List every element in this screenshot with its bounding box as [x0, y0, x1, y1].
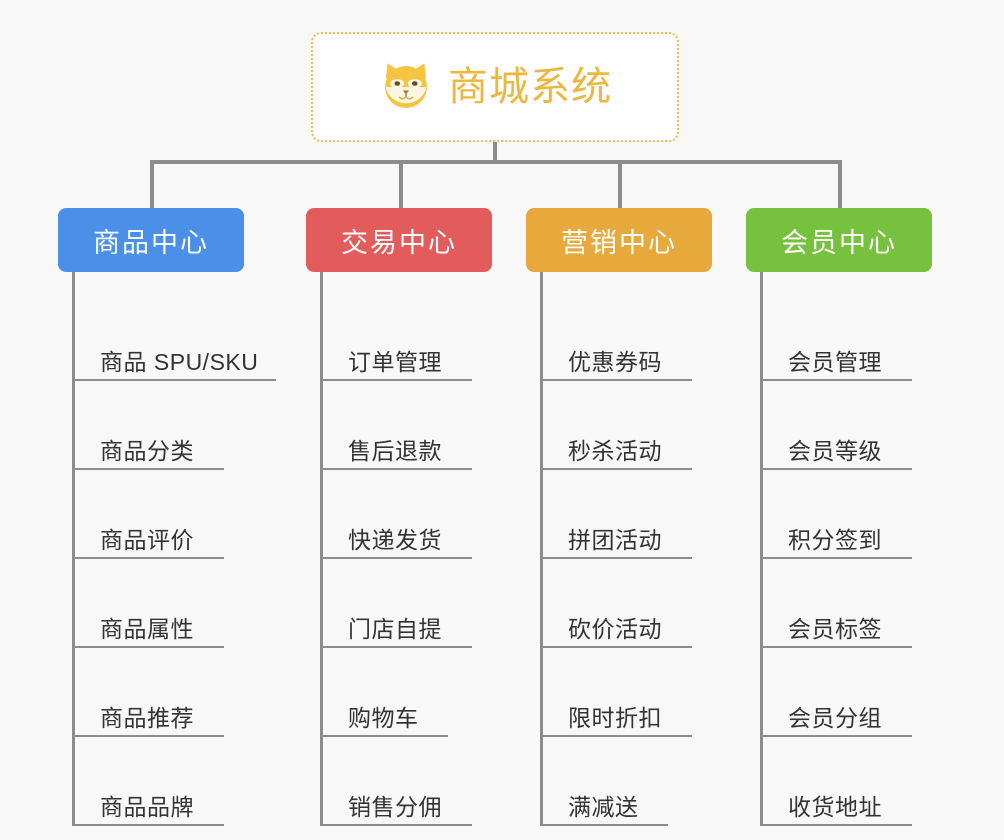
root-node-mall-system[interactable]: 商城系统: [311, 32, 679, 142]
column-product-center: 商品中心商品 SPU/SKU 商品分类商品评价商品属性商品推荐商品品牌: [58, 208, 278, 826]
leaf-item[interactable]: 商品分类: [72, 381, 224, 470]
leaf-item[interactable]: 订单管理: [320, 292, 472, 381]
column-header-label: 交易中心: [341, 227, 457, 258]
root-title: 商城系统: [448, 65, 612, 109]
leaf-item[interactable]: 商品 SPU/SKU: [72, 292, 276, 381]
column-marketing-center: 营销中心优惠券码秒杀活动拼团活动砍价活动限时折扣满减送: [526, 208, 746, 826]
column-member-center: 会员中心会员管理会员等级积分签到会员标签会员分组收货地址: [746, 208, 966, 826]
trunk-line-product-center: [72, 272, 75, 824]
leaf-item-label: 销售分佣: [348, 793, 442, 820]
leaf-item[interactable]: 满减送: [540, 737, 668, 826]
column-header-member-center[interactable]: 会员中心: [746, 208, 932, 272]
leaf-item[interactable]: 商品评价: [72, 470, 224, 559]
leaf-item-label: 会员等级: [788, 437, 882, 464]
column-header-label: 营销中心: [561, 227, 677, 258]
leaf-item[interactable]: 会员标签: [760, 559, 912, 648]
leaf-item-label: 商品分类: [100, 437, 194, 464]
leaf-item-label: 购物车: [348, 704, 419, 731]
column-header-label: 商品中心: [93, 227, 209, 258]
leaf-item[interactable]: 砍价活动: [540, 559, 692, 648]
leaf-item-label: 优惠券码: [568, 348, 662, 375]
column-body-marketing-center: 优惠券码秒杀活动拼团活动砍价活动限时折扣满减送: [526, 272, 746, 826]
leaf-item-label: 会员标签: [788, 615, 882, 642]
leaf-item-label: 积分签到: [788, 526, 882, 553]
leaf-item-label: 秒杀活动: [568, 437, 662, 464]
leaf-item-label: 会员管理: [788, 348, 882, 375]
connector-drop-trade-center: [399, 160, 403, 208]
leaf-item[interactable]: 商品品牌: [72, 737, 224, 826]
leaf-item-label: 商品属性: [100, 615, 194, 642]
leaf-item-label: 商品 SPU/SKU: [100, 348, 259, 375]
leaf-item[interactable]: 优惠券码: [540, 292, 692, 381]
shiba-dog-face-icon: [378, 59, 434, 115]
column-header-trade-center[interactable]: 交易中心: [306, 208, 492, 272]
leaf-item[interactable]: 售后退款: [320, 381, 472, 470]
column-body-trade-center: 订单管理售后退款快递发货门店自提购物车销售分佣: [306, 272, 526, 826]
leaf-item-label: 商品评价: [100, 526, 194, 553]
leaf-item-label: 限时折扣: [568, 704, 662, 731]
leaf-item-label: 商品推荐: [100, 704, 194, 731]
connector-drop-product-center: [150, 160, 154, 208]
trunk-line-member-center: [760, 272, 763, 824]
leaf-item[interactable]: 商品推荐: [72, 648, 224, 737]
leaf-item-label: 拼团活动: [568, 526, 662, 553]
leaf-item-label: 门店自提: [348, 615, 442, 642]
leaf-item[interactable]: 会员等级: [760, 381, 912, 470]
leaf-item-label: 收货地址: [788, 793, 882, 820]
leaf-item[interactable]: 销售分佣: [320, 737, 472, 826]
column-trade-center: 交易中心订单管理售后退款快递发货门店自提购物车销售分佣: [306, 208, 526, 826]
leaf-item[interactable]: 限时折扣: [540, 648, 692, 737]
column-body-member-center: 会员管理会员等级积分签到会员标签会员分组收货地址: [746, 272, 966, 826]
leaf-item-label: 订单管理: [348, 348, 442, 375]
column-body-product-center: 商品 SPU/SKU 商品分类商品评价商品属性商品推荐商品品牌: [58, 272, 278, 826]
leaf-item[interactable]: 拼团活动: [540, 470, 692, 559]
column-header-label: 会员中心: [781, 227, 897, 258]
column-header-marketing-center[interactable]: 营销中心: [526, 208, 712, 272]
connector-drop-member-center: [838, 160, 842, 208]
column-header-product-center[interactable]: 商品中心: [58, 208, 244, 272]
leaf-item[interactable]: 门店自提: [320, 559, 472, 648]
trunk-line-trade-center: [320, 272, 323, 824]
trunk-line-marketing-center: [540, 272, 543, 824]
connector-horizontal-bus: [150, 160, 840, 164]
leaf-item-label: 砍价活动: [568, 615, 662, 642]
leaf-item[interactable]: 积分签到: [760, 470, 912, 559]
leaf-item-label: 售后退款: [348, 437, 442, 464]
leaf-item[interactable]: 秒杀活动: [540, 381, 692, 470]
leaf-item-label: 快递发货: [348, 526, 442, 553]
connector-drop-marketing-center: [618, 160, 622, 208]
leaf-item[interactable]: 快递发货: [320, 470, 472, 559]
leaf-item[interactable]: 收货地址: [760, 737, 912, 826]
connector-root-stem: [493, 142, 497, 164]
leaf-item[interactable]: 会员管理: [760, 292, 912, 381]
leaf-item[interactable]: 购物车: [320, 648, 448, 737]
leaf-item[interactable]: 会员分组: [760, 648, 912, 737]
leaf-item-label: 满减送: [568, 793, 639, 820]
leaf-item-label: 会员分组: [788, 704, 882, 731]
leaf-item-label: 商品品牌: [100, 793, 194, 820]
leaf-item[interactable]: 商品属性: [72, 559, 224, 648]
